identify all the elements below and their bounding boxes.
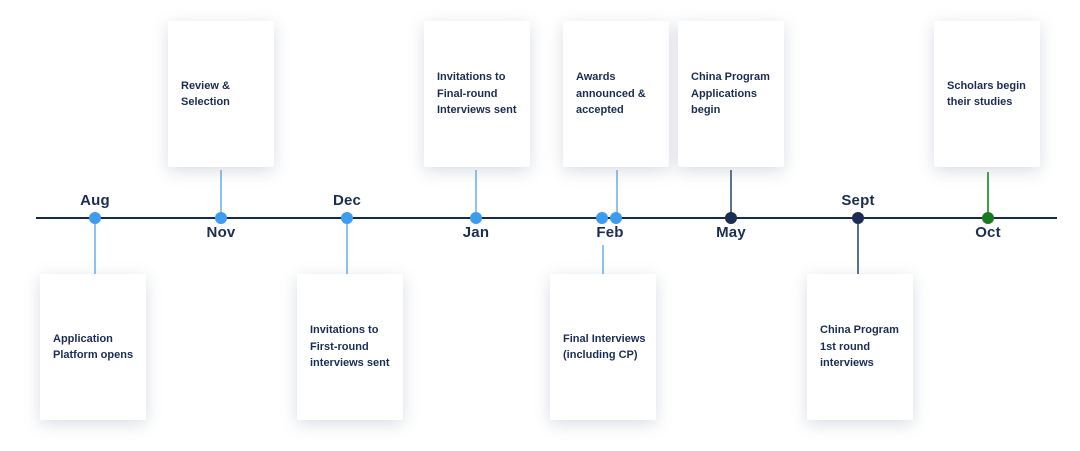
event-card-final-round-invitations: Invitations to Final-round Interviews se… bbox=[424, 21, 530, 167]
month-label-oct: Oct bbox=[975, 224, 1001, 241]
event-card-text: Invitations to First-round interviews se… bbox=[310, 324, 390, 370]
month-label-dec: Dec bbox=[332, 192, 362, 209]
timeline-dot-jan bbox=[470, 212, 482, 224]
timeline-dot-nov bbox=[215, 212, 227, 224]
month-label-may: May bbox=[716, 224, 746, 241]
event-card-text: Invitations to Final-round Interviews se… bbox=[437, 71, 517, 117]
connector-oct-up bbox=[987, 172, 989, 214]
event-card-china-program-1st-round: China Program 1st round interviews bbox=[807, 274, 913, 420]
timeline-dot-aug bbox=[89, 212, 101, 224]
month-label-nov: Nov bbox=[206, 224, 236, 241]
month-label-jan: Jan bbox=[462, 224, 490, 241]
event-card-china-program-applications: China Program Applications begin bbox=[678, 21, 784, 167]
connector-sept-down bbox=[857, 224, 859, 274]
event-card-application-platform: Application Platform opens bbox=[40, 274, 146, 420]
timeline-axis bbox=[36, 217, 1057, 219]
timeline-dot-sept bbox=[852, 212, 864, 224]
timeline-dot-may bbox=[725, 212, 737, 224]
month-label-sept: Sept bbox=[841, 192, 875, 209]
event-card-text: China Program 1st round interviews bbox=[820, 324, 899, 370]
timeline-dot-oct bbox=[982, 212, 994, 224]
event-card-awards-announced: Awards announced & accepted bbox=[563, 21, 669, 167]
connector-feb-up bbox=[616, 170, 618, 214]
event-card-text: Awards announced & accepted bbox=[576, 71, 646, 117]
event-card-text: Final Interviews (including CP) bbox=[563, 332, 646, 362]
event-card-text: Application Platform opens bbox=[53, 332, 134, 362]
connector-dec-down bbox=[346, 224, 348, 274]
connector-nov-up bbox=[220, 170, 222, 214]
event-card-text: Scholars begin their studies bbox=[947, 79, 1026, 109]
event-card-review-selection: Review & Selection bbox=[168, 21, 274, 167]
month-label-feb: Feb bbox=[596, 224, 624, 241]
event-card-first-round-invitations: Invitations to First-round interviews se… bbox=[297, 274, 403, 420]
timeline-dot-feb-left bbox=[596, 212, 608, 224]
connector-may-up bbox=[730, 170, 732, 214]
timeline-dot-dec bbox=[341, 212, 353, 224]
event-card-text: Review & Selection bbox=[181, 79, 230, 109]
event-card-final-interviews: Final Interviews (including CP) bbox=[550, 274, 656, 420]
connector-jan-up bbox=[475, 170, 477, 214]
event-card-scholars-begin: Scholars begin their studies bbox=[934, 21, 1040, 167]
timeline-dot-feb-right bbox=[610, 212, 622, 224]
event-card-text: China Program Applications begin bbox=[691, 71, 770, 117]
connector-aug-down bbox=[94, 224, 96, 274]
month-label-aug: Aug bbox=[80, 192, 110, 209]
connector-feb-down bbox=[602, 245, 604, 274]
